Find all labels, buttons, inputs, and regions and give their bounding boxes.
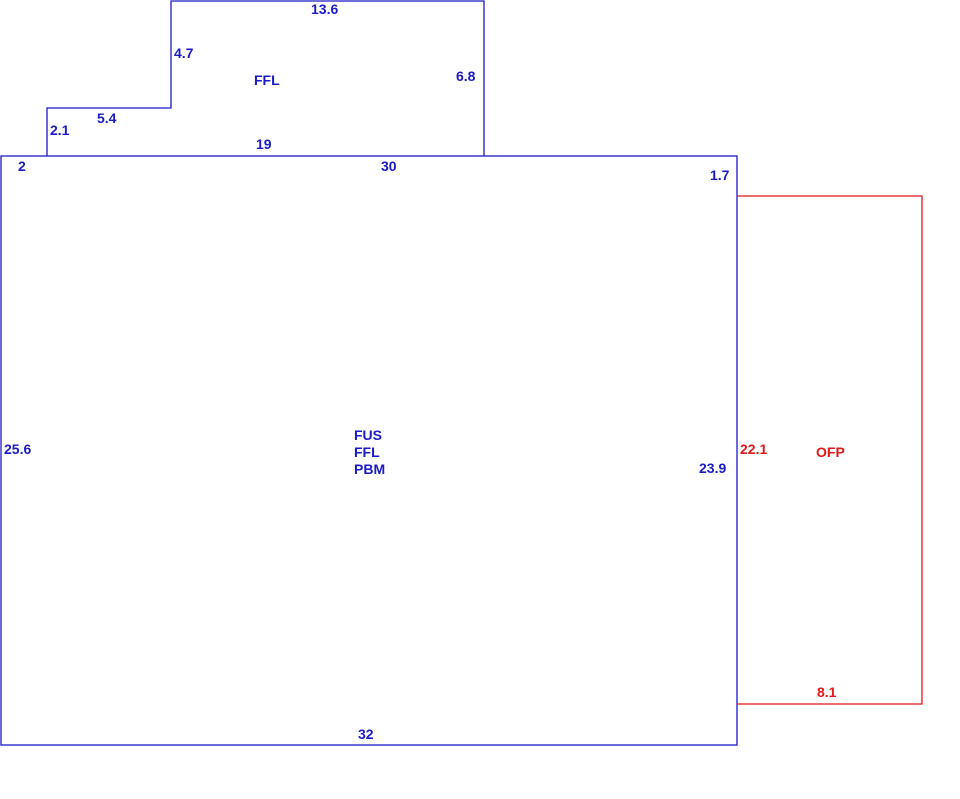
- main-section-code-2: FFL: [354, 444, 380, 460]
- porch-section-outline: [737, 195, 923, 705]
- main-dim-top-left-offset: 2: [18, 158, 26, 174]
- upper-dim-right: 6.8: [456, 68, 476, 84]
- porch-section-code: OFP: [816, 444, 845, 460]
- main-dim-right-top-offset: 1.7: [710, 167, 730, 183]
- upper-section-outline: [46, 0, 485, 156]
- upper-dim-left: 2.1: [50, 122, 70, 138]
- upper-dim-step-horizontal: 5.4: [97, 110, 117, 126]
- upper-section-code: FFL: [254, 72, 280, 88]
- porch-dim-left: 22.1: [740, 441, 767, 457]
- upper-dim-bottom: 19: [256, 136, 272, 152]
- main-dim-right: 23.9: [699, 460, 726, 476]
- main-dim-left: 25.6: [4, 441, 31, 457]
- main-section-outline: [0, 155, 738, 746]
- main-dim-bottom: 32: [358, 726, 374, 742]
- main-section-code-1: FUS: [354, 427, 382, 443]
- main-dim-top: 30: [381, 158, 397, 174]
- upper-dim-top: 13.6: [311, 1, 338, 17]
- porch-dim-bottom: 8.1: [817, 684, 837, 700]
- main-section-code-3: PBM: [354, 461, 385, 477]
- upper-dim-step-vertical: 4.7: [174, 45, 194, 61]
